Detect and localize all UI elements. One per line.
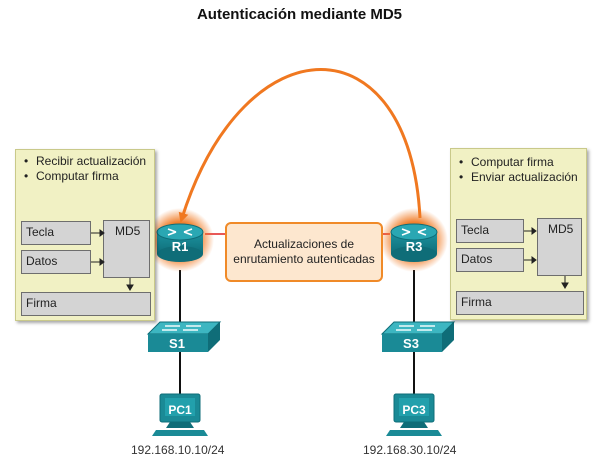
pc1-label: PC1	[168, 403, 192, 417]
right-md5-box: MD5	[537, 218, 582, 276]
s1-label: S1	[169, 336, 185, 351]
router-r3-icon	[380, 208, 448, 272]
left-data-box: Datos	[21, 250, 91, 274]
authenticated-updates-label: Actualizaciones de enrutamiento autentic…	[233, 237, 375, 266]
authenticated-updates-box: Actualizaciones de enrutamiento autentic…	[225, 222, 383, 282]
left-key-box: Tecla	[21, 221, 91, 245]
update-arrow-icon	[178, 68, 422, 223]
left-signature-box: Firma	[21, 292, 151, 316]
router-r1-icon	[146, 208, 214, 272]
pc3-ip-address: 192.168.30.10/24	[363, 443, 457, 457]
r3-label: R3	[406, 239, 423, 254]
right-bullet-send: Enviar actualización	[455, 170, 583, 185]
right-key-box: Tecla	[456, 219, 524, 243]
pc3-icon	[386, 393, 442, 436]
diagram-title: Autenticación mediante MD5	[196, 6, 403, 23]
pc3-label: PC3	[402, 403, 426, 417]
pc1-ip-address: 192.168.10.10/24	[131, 443, 225, 457]
pc1-icon	[152, 393, 208, 436]
switch-s1-icon	[146, 321, 222, 352]
r1-label: R1	[172, 239, 189, 254]
left-md5-box: MD5	[103, 220, 150, 278]
switch-s3-icon	[380, 321, 456, 352]
left-bullet-receive: Recibir actualización	[20, 154, 152, 169]
right-signature-box: Firma	[456, 291, 584, 315]
right-data-box: Datos	[456, 248, 524, 272]
right-bullet-compute: Computar firma	[455, 155, 583, 170]
s3-label: S3	[403, 336, 419, 351]
left-bullet-compute: Computar firma	[20, 169, 152, 184]
